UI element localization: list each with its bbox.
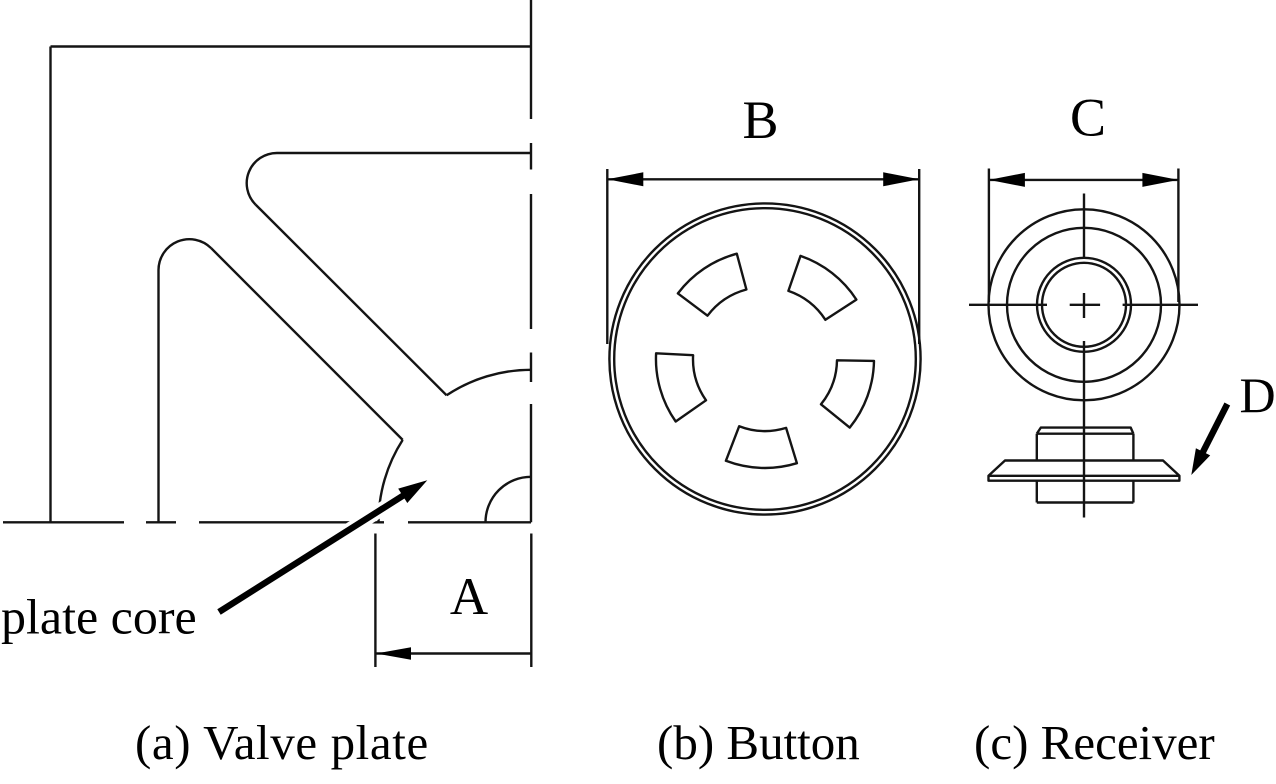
svg-text:B: B — [742, 90, 778, 150]
svg-text:(a) Valve plate: (a) Valve plate — [135, 715, 429, 770]
svg-text:A: A — [450, 568, 488, 626]
svg-text:plate core: plate core — [1, 589, 197, 645]
svg-text:(c) Receiver: (c) Receiver — [974, 715, 1215, 770]
svg-text:(b) Button: (b) Button — [657, 715, 860, 770]
svg-text:D: D — [1239, 367, 1275, 423]
svg-text:C: C — [1070, 88, 1106, 148]
